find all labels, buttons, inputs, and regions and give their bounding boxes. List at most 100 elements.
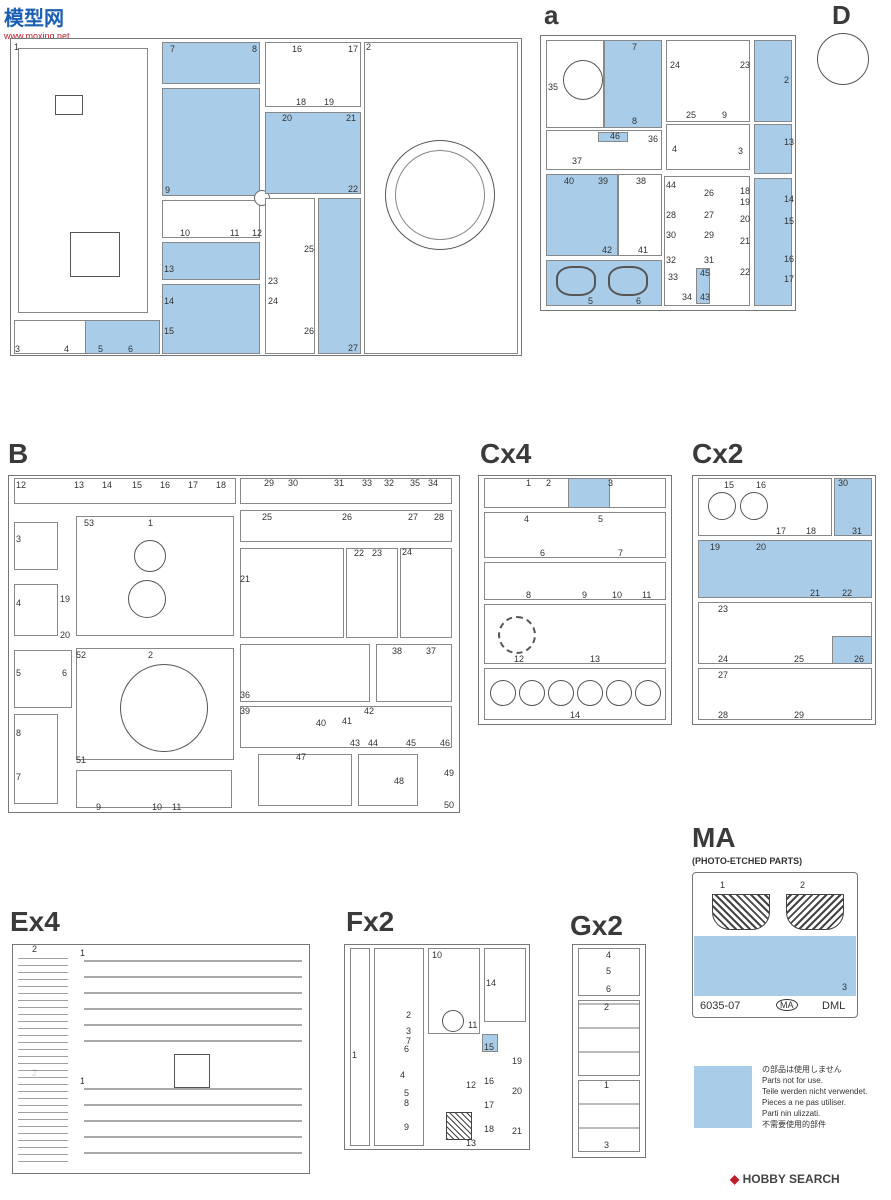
footer-brand: HOBBY SEARCH bbox=[742, 1172, 840, 1186]
part-D-circle bbox=[817, 33, 869, 85]
sprue-Gx2-title: Gx2 bbox=[570, 910, 623, 941]
Cx2-label-29: 29 bbox=[794, 710, 805, 720]
sprue-Fx2-title: Fx2 bbox=[346, 906, 395, 937]
a-label-37: 37 bbox=[572, 156, 583, 166]
Cx4-road-wheel bbox=[606, 680, 632, 706]
Fx2-label-14: 14 bbox=[486, 978, 497, 988]
a-label-33: 33 bbox=[668, 272, 679, 282]
Ex4-track-grid-left bbox=[18, 956, 68, 1168]
B-label-22: 22 bbox=[354, 548, 365, 558]
B-part-25-28 bbox=[240, 510, 452, 542]
legend-swatch bbox=[694, 1066, 752, 1128]
sprue-a-blue-7-8 bbox=[604, 40, 662, 128]
upper-label-26: 26 bbox=[304, 326, 315, 336]
upper-label-10: 10 bbox=[180, 228, 191, 238]
upper-label-18: 18 bbox=[296, 97, 307, 107]
Cx4-wheel-row bbox=[490, 680, 661, 706]
upper-blue-5-6 bbox=[85, 320, 160, 354]
Fx2-part-2-9 bbox=[374, 948, 424, 1146]
Fx2-label-20: 20 bbox=[512, 1086, 523, 1096]
a-part-6-ring bbox=[608, 266, 648, 296]
B-label-21: 21 bbox=[240, 574, 251, 584]
upper-label-7: 7 bbox=[170, 44, 176, 54]
B-label-53: 53 bbox=[84, 518, 95, 528]
upper-blue-13 bbox=[162, 242, 260, 280]
a-label-18: 18 bbox=[740, 186, 751, 196]
B-part-36 bbox=[240, 644, 370, 702]
sprue-B-title: B bbox=[8, 438, 29, 469]
a-label-2: 2 bbox=[784, 75, 790, 85]
upper-blue-9 bbox=[162, 88, 260, 196]
upper-label-25: 25 bbox=[304, 244, 315, 254]
Cx2-row-27-29 bbox=[698, 668, 872, 720]
upper-label-27: 27 bbox=[348, 343, 359, 353]
Fx2-label-3: 3 bbox=[406, 1026, 412, 1036]
a-label-21: 21 bbox=[740, 236, 751, 246]
upper-label-14: 14 bbox=[164, 296, 175, 306]
a-label-13: 13 bbox=[784, 137, 795, 147]
Fx2-blue-15 bbox=[482, 1034, 498, 1052]
a-part-5-ring bbox=[556, 266, 596, 296]
B-label-38: 38 bbox=[392, 646, 403, 656]
B-label-26: 26 bbox=[342, 512, 353, 522]
Ex4-label-2a: 2 bbox=[32, 944, 38, 954]
Cx2-label-18: 18 bbox=[806, 526, 817, 536]
Cx4-label-7: 7 bbox=[618, 548, 624, 558]
B-label-10: 10 bbox=[152, 802, 163, 812]
Cx4-row-8-11 bbox=[484, 562, 666, 600]
B-label-16: 16 bbox=[160, 480, 171, 490]
Fx2-part-14 bbox=[484, 948, 526, 1022]
B-turret-1-hatch bbox=[128, 580, 166, 618]
MA-badge: MA bbox=[776, 999, 798, 1011]
Ex4-label-1a: 1 bbox=[80, 948, 86, 958]
sprue-a-part-3-4 bbox=[666, 124, 750, 170]
Cx2-row-23-26 bbox=[698, 602, 872, 664]
upper-label-15: 15 bbox=[164, 326, 175, 336]
B-label-50: 50 bbox=[444, 800, 455, 810]
Fx2-label-4: 4 bbox=[400, 1070, 406, 1080]
Cx4-label-9: 9 bbox=[582, 590, 588, 600]
Fx2-label-12: 12 bbox=[466, 1080, 477, 1090]
a-label-29: 29 bbox=[704, 230, 715, 240]
B-label-27: 27 bbox=[408, 512, 419, 522]
B-part-4 bbox=[14, 584, 58, 636]
a-label-25: 25 bbox=[686, 110, 697, 120]
sprue-Cx4-title: Cx4 bbox=[480, 438, 532, 469]
B-label-11: 11 bbox=[172, 802, 182, 812]
B-label-40: 40 bbox=[316, 718, 327, 728]
a-label-23: 23 bbox=[740, 60, 751, 70]
MA-blue-3 bbox=[694, 936, 856, 996]
B-label-15: 15 bbox=[132, 480, 143, 490]
Cx4-label-6: 6 bbox=[540, 548, 546, 558]
B-label-37: 37 bbox=[426, 646, 437, 656]
legend-line-de: Teile werden nicht verwendet. bbox=[762, 1087, 868, 1096]
B-label-23: 23 bbox=[372, 548, 383, 558]
a-label-38: 38 bbox=[636, 176, 647, 186]
Gx2-label-6: 6 bbox=[606, 984, 612, 994]
Cx4-label-8: 8 bbox=[526, 590, 532, 600]
upper-label-9: 9 bbox=[165, 185, 171, 195]
B-label-39: 39 bbox=[240, 706, 251, 716]
Fx2-label-19: 19 bbox=[512, 1056, 523, 1066]
Gx2-label-1: 1 bbox=[604, 1080, 610, 1090]
a-label-4: 4 bbox=[672, 144, 678, 154]
upper-hull-turret-ring bbox=[385, 140, 495, 250]
B-part-37-38 bbox=[376, 644, 452, 702]
B-label-1: 1 bbox=[148, 518, 154, 528]
Ex4-track-links-b bbox=[84, 1082, 302, 1168]
a-label-30: 30 bbox=[666, 230, 677, 240]
B-turret-1 bbox=[76, 516, 234, 636]
a-label-20: 20 bbox=[740, 214, 751, 224]
B-part-21 bbox=[240, 548, 344, 638]
B-label-3: 3 bbox=[16, 534, 22, 544]
Cx2-label-31: 31 bbox=[852, 526, 863, 536]
a-label-39: 39 bbox=[598, 176, 609, 186]
upper-blue-27 bbox=[318, 198, 361, 354]
Cx4-road-wheel bbox=[519, 680, 545, 706]
Cx4-label-1: 1 bbox=[526, 478, 532, 488]
legend-line-en: Parts not for use. bbox=[762, 1076, 823, 1085]
Fx2-label-8: 8 bbox=[404, 1098, 410, 1108]
Gx2-label-5: 5 bbox=[606, 966, 612, 976]
B-top-right-parts bbox=[240, 478, 452, 504]
Cx4-label-12: 12 bbox=[514, 654, 525, 664]
